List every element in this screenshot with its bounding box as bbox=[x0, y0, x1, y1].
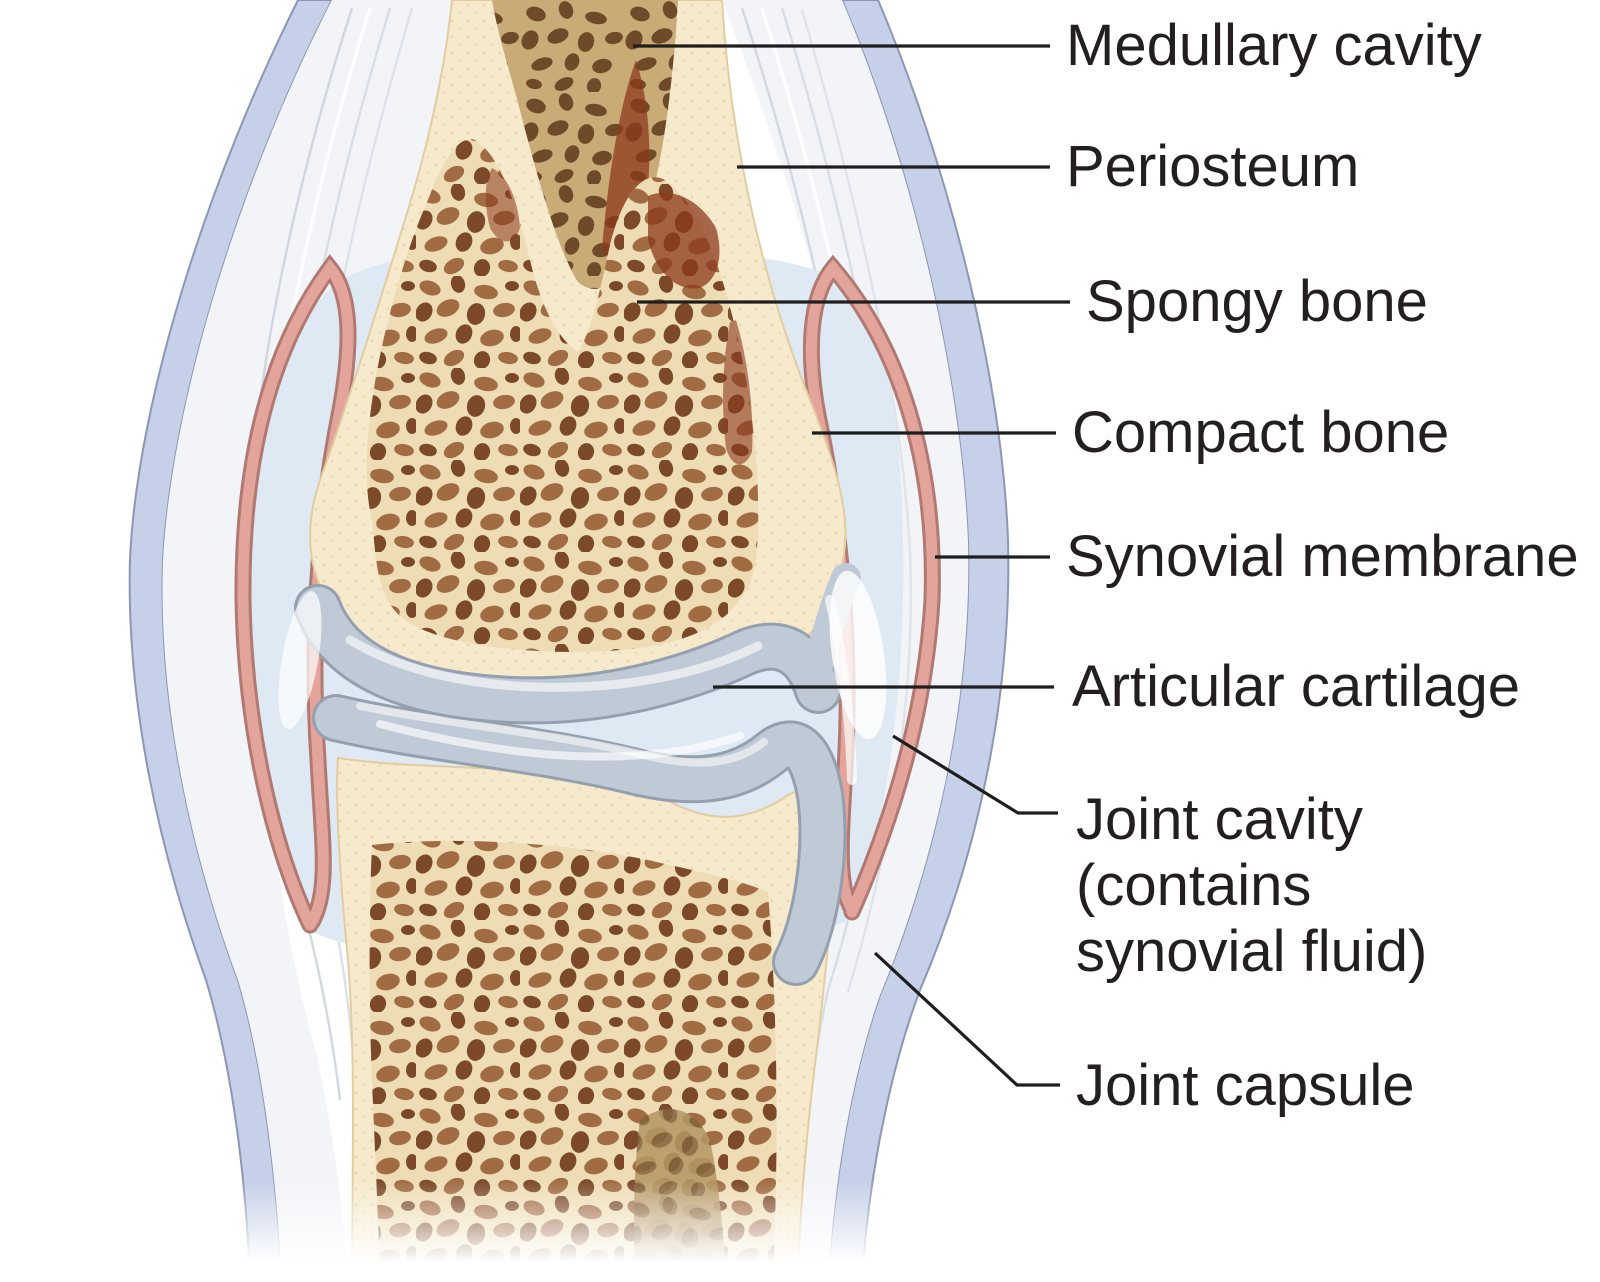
leader-lines bbox=[633, 44, 1070, 1087]
articular-cartilage-upper bbox=[294, 563, 861, 725]
leader-joint-cavity bbox=[892, 734, 1058, 815]
label-joint-cavity-line1: Joint cavity bbox=[1076, 787, 1363, 852]
leader-joint-capsule bbox=[873, 951, 1060, 1087]
periosteum-band-right bbox=[722, 0, 969, 1282]
label-articular-cartilage: Articular cartilage bbox=[1072, 654, 1521, 719]
synovial-membrane-right bbox=[802, 254, 941, 921]
label-joint-cavity-line3: synovial fluid) bbox=[1076, 919, 1428, 984]
synovial-fluid-highlights bbox=[278, 570, 887, 785]
label-synovial-membrane: Synovial membrane bbox=[1066, 524, 1579, 589]
synovial-membrane-left bbox=[234, 254, 357, 934]
label-compact-bone: Compact bone bbox=[1072, 400, 1450, 465]
label-joint-cavity: Joint cavity (contains synovial fluid) bbox=[1076, 787, 1427, 985]
label-joint-cavity-line2: (contains bbox=[1076, 853, 1312, 918]
upper-spongy-bone bbox=[366, 139, 759, 652]
upper-bone bbox=[294, 0, 861, 725]
label-medullary-cavity: Medullary cavity bbox=[1066, 13, 1482, 78]
label-periosteum: Periosteum bbox=[1066, 134, 1360, 199]
bottom-fade bbox=[140, 1180, 1060, 1282]
label-joint-capsule: Joint capsule bbox=[1076, 1053, 1415, 1118]
label-spongy-bone: Spongy bone bbox=[1086, 269, 1428, 334]
lower-bone bbox=[312, 694, 847, 1282]
